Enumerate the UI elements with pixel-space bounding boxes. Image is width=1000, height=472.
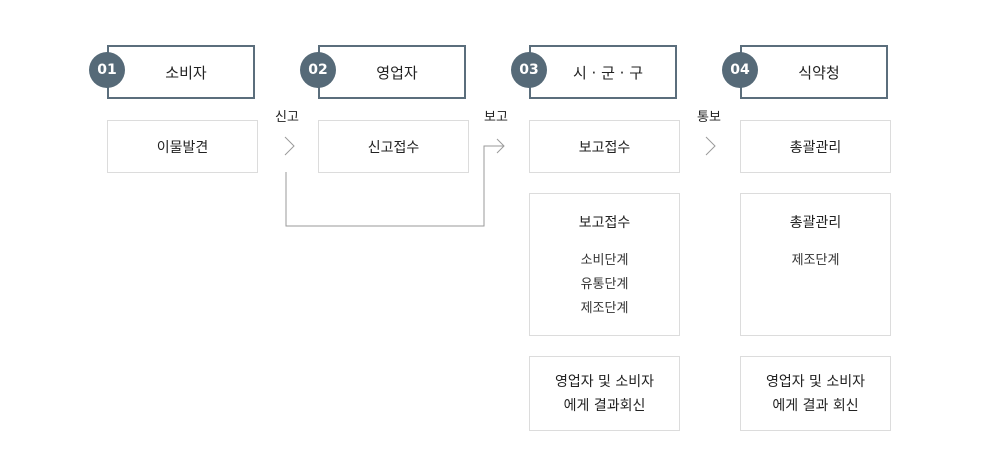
box-label: 신고접수 (367, 139, 420, 156)
result-line: 에게 결과 회신 (772, 397, 859, 414)
report-label: 신고 (275, 110, 299, 125)
notify-label: 통보 (697, 110, 721, 125)
step-header-consumer: 소비자 (107, 45, 255, 99)
result-line: 영업자 및 소비자 (554, 373, 655, 390)
stage-item: 제조단계 (580, 301, 629, 316)
box-label: 보고접수 (578, 139, 631, 156)
city-report-box: 보고접수 (529, 120, 680, 173)
box-label: 이물발견 (156, 139, 209, 156)
kfda-manage-box: 총괄관리 (740, 120, 891, 173)
result-line: 영업자 및 소비자 (765, 373, 866, 390)
kfda-detail-box: 총괄관리 제조단계 (740, 193, 891, 336)
city-detail-box: 보고접수 소비단계 유통단계 제조단계 (529, 193, 680, 336)
box-title: 총괄관리 (789, 215, 842, 231)
box-label: 총괄관리 (789, 139, 842, 156)
report-to-city-label: 보고 (484, 110, 508, 125)
step-header-kfda: 식약청 (740, 45, 888, 99)
step-number-badge: 01 (89, 52, 125, 88)
step-number-badge: 04 (722, 52, 758, 88)
stage-item: 제조단계 (791, 253, 840, 268)
step-number-badge: 02 (300, 52, 336, 88)
stage-item: 유통단계 (580, 277, 629, 292)
box-title: 보고접수 (578, 215, 631, 231)
chevron-right-icon (705, 136, 716, 156)
step-title: 시 · 군 · 구 (572, 63, 643, 82)
city-result-box: 영업자 및 소비자 에게 결과회신 (529, 356, 680, 431)
step-title: 소비자 (165, 63, 207, 82)
step-number-badge: 03 (511, 52, 547, 88)
step-title: 영업자 (376, 63, 418, 82)
result-line: 에게 결과회신 (563, 397, 646, 414)
step-header-business: 영업자 (318, 45, 466, 99)
consumer-find-box: 이물발견 (107, 120, 258, 173)
direct-report-line (285, 145, 504, 227)
stage-item: 소비단계 (580, 253, 629, 268)
step-title: 식약청 (798, 63, 840, 82)
step-header-city: 시 · 군 · 구 (529, 45, 677, 99)
kfda-result-box: 영업자 및 소비자 에게 결과 회신 (740, 356, 891, 431)
business-receive-box: 신고접수 (318, 120, 469, 173)
arrow-head-icon (496, 138, 505, 154)
chevron-right-icon (284, 136, 295, 156)
